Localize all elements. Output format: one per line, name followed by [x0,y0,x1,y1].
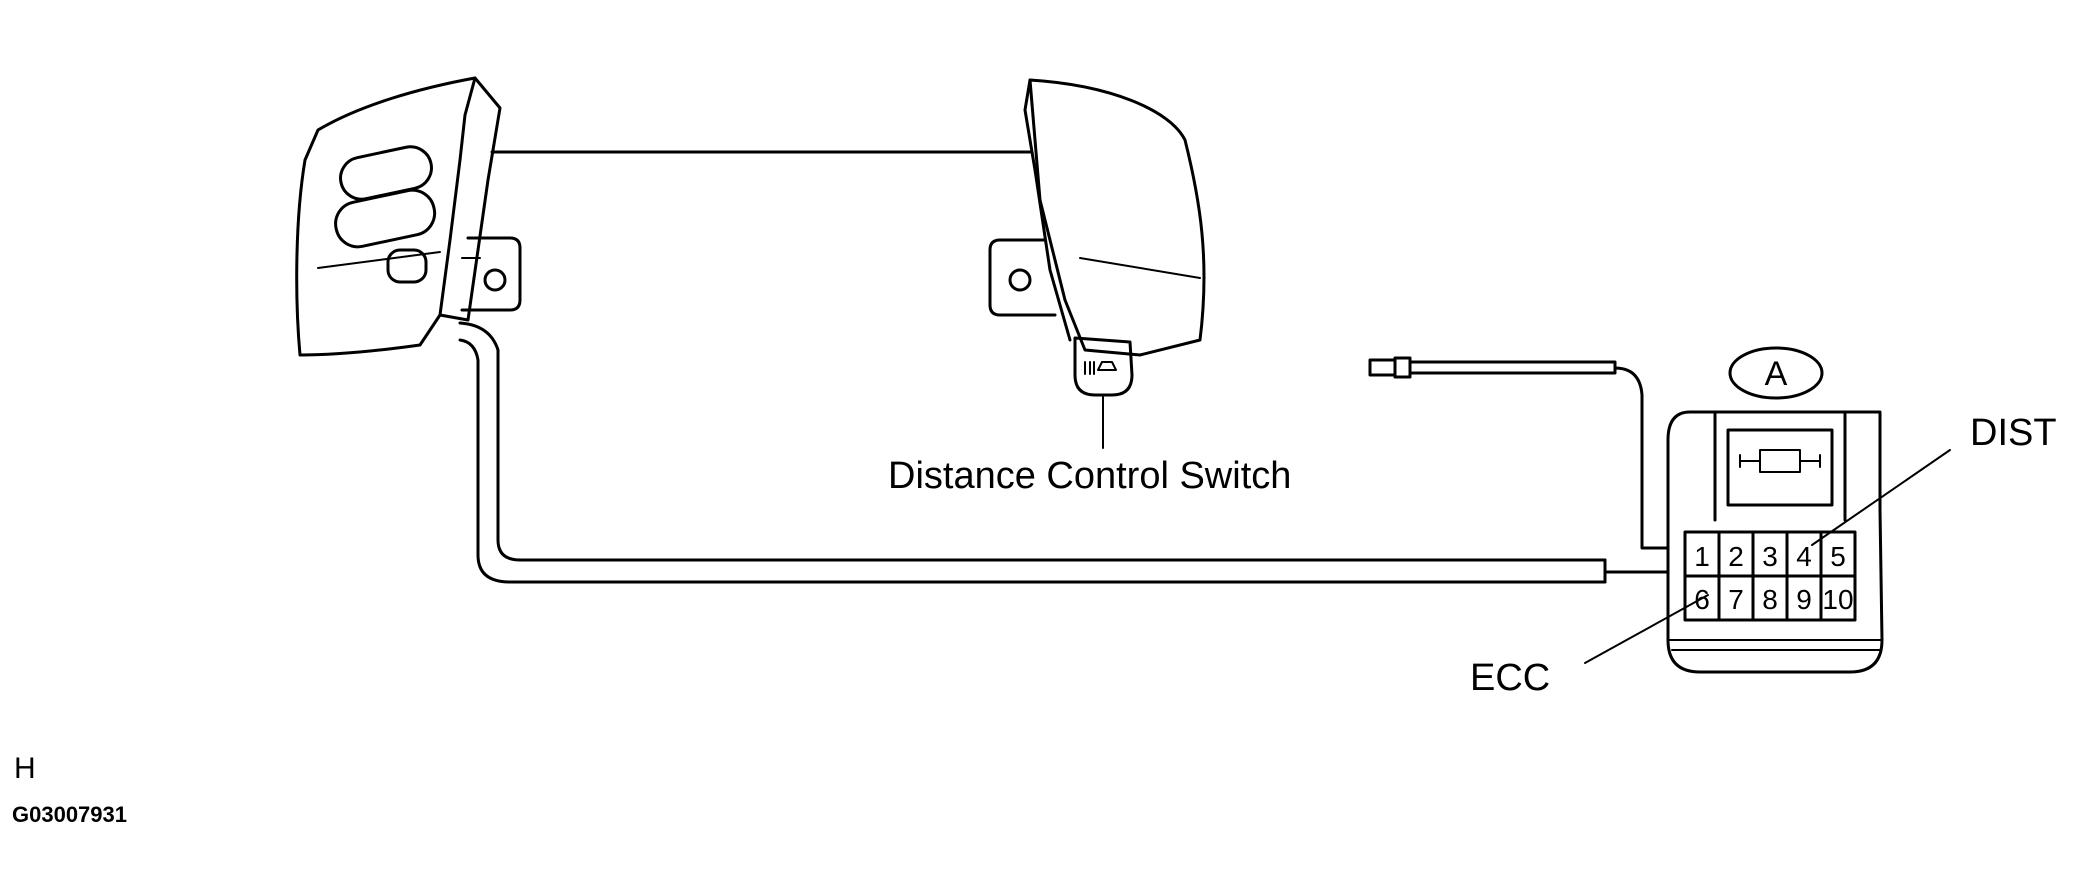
pin-6: 6 [1694,584,1710,615]
corner-label: H [14,752,36,785]
connector-a-label: A [1765,355,1788,393]
pigtail-wire [1368,356,1670,550]
pin-10: 10 [1822,584,1853,615]
ecc-leader-line [1584,594,1709,664]
dist-leader-line [1811,449,1951,546]
dist-label: DIST [1970,412,2057,454]
distance-control-switch [1073,336,1134,397]
pin-5: 5 [1830,541,1846,572]
pin-2: 2 [1728,541,1744,572]
figure-id: G03007931 [12,802,127,827]
main-harness [458,321,1670,584]
right-switch-housing [988,78,1206,449]
switch-label: Distance Control Switch [888,455,1291,497]
pin-3: 3 [1762,541,1778,572]
pin-8: 8 [1762,584,1778,615]
pin-1: 1 [1694,541,1710,572]
connector-a: A 1 2 3 4 5 6 7 8 9 10 [1666,346,1884,674]
car-distance-icon [1084,361,1117,375]
ecc-label: ECC [1470,657,1550,699]
connector-body [1666,410,1884,674]
pin-9: 9 [1796,584,1812,615]
pin-4: 4 [1796,541,1812,572]
left-mount-hole [483,268,507,292]
left-button-3 [386,248,428,284]
right-mount-hole [1008,268,1032,292]
left-switch-housing [295,76,522,357]
pin-7: 7 [1728,584,1744,615]
connector-a-label-circle [1728,346,1824,400]
left-button-2 [334,188,437,249]
